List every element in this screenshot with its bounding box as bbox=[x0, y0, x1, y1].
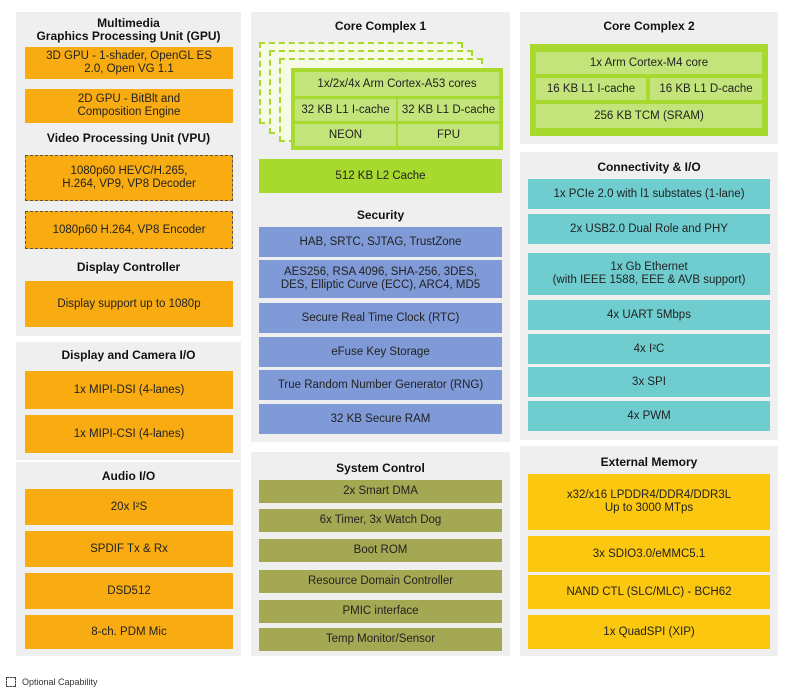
boot-rom-block: Boot ROM bbox=[259, 539, 502, 562]
fpu-block: FPU bbox=[398, 124, 499, 146]
nand-ctl-block: NAND CTL (SLC/MLC) - BCH62 bbox=[528, 575, 770, 609]
l1-dcache-block: 32 KB L1 D-cache bbox=[398, 99, 499, 121]
tcm-block: 256 KB TCM (SRAM) bbox=[536, 104, 762, 128]
hab-srtc-block: HAB, SRTC, SJTAG, TrustZone bbox=[259, 227, 502, 257]
pwm-block: 4x PWM bbox=[528, 401, 770, 431]
resource-domain-block: Resource Domain Controller bbox=[259, 570, 502, 593]
display-camera-title: Display and Camera I/O bbox=[61, 348, 196, 362]
core-complex-2-title: Core Complex 2 bbox=[603, 19, 695, 33]
display-camera-panel: Display and Camera I/O 1x MIPI-DSI (4-la… bbox=[16, 342, 241, 460]
pcie-block: 1x PCIe 2.0 with l1 substates (1-lane) bbox=[528, 179, 770, 209]
audio-panel: Audio I/O 20x I²S SPDIF Tx & Rx DSD512 8… bbox=[16, 462, 241, 656]
secure-rtc-block: Secure Real Time Clock (RTC) bbox=[259, 303, 502, 333]
quadspi-block: 1x QuadSPI (XIP) bbox=[528, 615, 770, 649]
sdio-emmc-block: 3x SDIO3.0/eMMC5.1 bbox=[528, 536, 770, 572]
m4-dcache-block: 16 KB L1 D-cache bbox=[650, 78, 762, 100]
system-control-panel: System Control 2x Smart DMA 6x Timer, 3x… bbox=[251, 452, 510, 656]
m4-icache-block: 16 KB L1 I-cache bbox=[536, 78, 646, 100]
neon-block: NEON bbox=[295, 124, 396, 146]
external-memory-panel: External Memory x32/x16 LPDDR4/DDR4/DDR3… bbox=[520, 446, 778, 656]
optional-capability-swatch bbox=[6, 677, 16, 687]
core-main-layer: 1x/2x/4x Arm Cortex-A53 cores 32 KB L1 I… bbox=[291, 68, 503, 150]
efuse-block: eFuse Key Storage bbox=[259, 337, 502, 367]
system-control-title: System Control bbox=[336, 461, 425, 475]
security-panel: Security HAB, SRTC, SJTAG, TrustZone AES… bbox=[251, 202, 510, 442]
cortex-m4-container: 1x Arm Cortex-M4 core 16 KB L1 I-cache 1… bbox=[530, 44, 768, 136]
core-complex-1-panel: Core Complex 1 1x/2x/4x Arm Cortex-A53 c… bbox=[251, 12, 510, 202]
display-support-block: Display support up to 1080p bbox=[25, 281, 233, 327]
vpu-title: Video Processing Unit (VPU) bbox=[46, 131, 211, 145]
ethernet-block: 1x Gb Ethernet (with IEEE 1588, EEE & AV… bbox=[528, 253, 770, 295]
i2c-block: 4x I²C bbox=[528, 334, 770, 364]
mipi-dsi-block: 1x MIPI-DSI (4-lanes) bbox=[25, 371, 233, 409]
spdif-block: SPDIF Tx & Rx bbox=[25, 531, 233, 567]
lpddr4-block: x32/x16 LPDDR4/DDR4/DDR3L Up to 3000 MTp… bbox=[528, 474, 770, 530]
smart-dma-block: 2x Smart DMA bbox=[259, 480, 502, 503]
gpu-2d-block: 2D GPU - BitBlt and Composition Engine bbox=[25, 89, 233, 123]
core-complex-1-title: Core Complex 1 bbox=[334, 19, 427, 33]
vpu-decoder-block: 1080p60 HEVC/H.265, H.264, VP9, VP8 Deco… bbox=[25, 155, 233, 201]
display-controller-title: Display Controller bbox=[76, 260, 181, 274]
core-complex-2-panel: Core Complex 2 1x Arm Cortex-M4 core 16 … bbox=[520, 12, 778, 144]
cortex-m4-core-block: 1x Arm Cortex-M4 core bbox=[536, 52, 762, 74]
dsd512-block: DSD512 bbox=[25, 573, 233, 609]
optional-capability-label: Optional Capability bbox=[22, 677, 98, 687]
mipi-csi-block: 1x MIPI-CSI (4-lanes) bbox=[25, 415, 233, 453]
audio-title: Audio I/O bbox=[101, 469, 156, 483]
usb-block: 2x USB2.0 Dual Role and PHY bbox=[528, 214, 770, 244]
l2-cache-block: 512 KB L2 Cache bbox=[259, 159, 502, 193]
security-title: Security bbox=[356, 208, 405, 222]
uart-block: 4x UART 5Mbps bbox=[528, 300, 770, 330]
crypto-block: AES256, RSA 4096, SHA-256, 3DES, DES, El… bbox=[259, 260, 502, 298]
timer-watchdog-block: 6x Timer, 3x Watch Dog bbox=[259, 509, 502, 532]
rng-block: True Random Number Generator (RNG) bbox=[259, 370, 502, 400]
vpu-encoder-block: 1080p60 H.264, VP8 Encoder bbox=[25, 211, 233, 249]
gpu-title: Multimedia Graphics Processing Unit (GPU… bbox=[36, 16, 221, 43]
multimedia-panel: Multimedia Graphics Processing Unit (GPU… bbox=[16, 12, 241, 256]
external-memory-title: External Memory bbox=[600, 455, 698, 469]
spi-block: 3x SPI bbox=[528, 367, 770, 397]
pmic-interface-block: PMIC interface bbox=[259, 600, 502, 623]
connectivity-panel: Connectivity & I/O 1x PCIe 2.0 with l1 s… bbox=[520, 152, 778, 440]
secure-ram-block: 32 KB Secure RAM bbox=[259, 404, 502, 434]
l1-icache-block: 32 KB L1 I-cache bbox=[295, 99, 396, 121]
gpu-3d-block: 3D GPU - 1-shader, OpenGL ES 2.0, Open V… bbox=[25, 47, 233, 79]
display-controller-panel: Display Controller Display support up to… bbox=[16, 256, 241, 336]
connectivity-title: Connectivity & I/O bbox=[597, 160, 701, 174]
pdm-mic-block: 8-ch. PDM Mic bbox=[25, 615, 233, 649]
temp-monitor-block: Temp Monitor/Sensor bbox=[259, 628, 502, 651]
cortex-a53-cores-block: 1x/2x/4x Arm Cortex-A53 cores bbox=[295, 72, 499, 96]
i2s-block: 20x I²S bbox=[25, 489, 233, 525]
